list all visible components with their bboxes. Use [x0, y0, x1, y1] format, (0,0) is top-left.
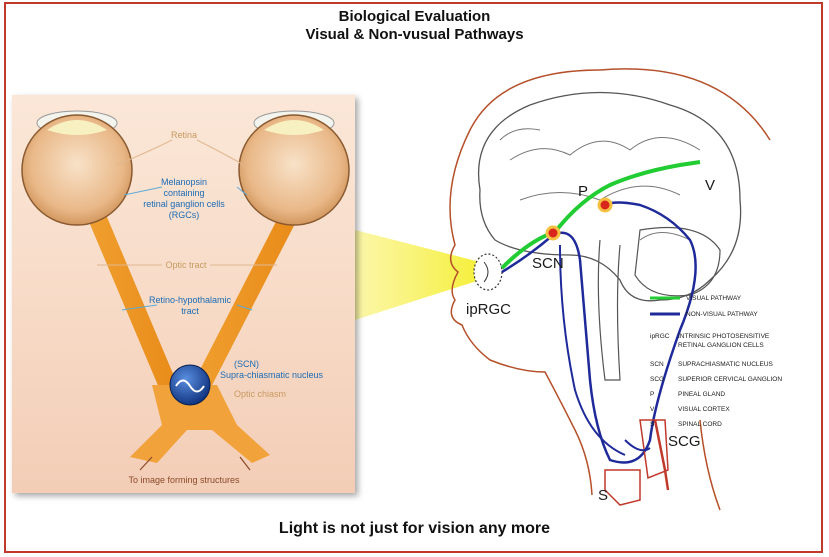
iprgc-text: ipRGC — [466, 301, 511, 318]
legend-def-abbr: ipRGC — [650, 333, 670, 340]
legend-def-text: SUPRACHIASMATIC NUCLEUS — [678, 361, 774, 368]
spinal-cord-shape — [605, 470, 640, 505]
footer-caption: Light is not just for vision any more — [0, 520, 829, 538]
legend-visual-label: VISUAL PATHWAY — [686, 295, 742, 302]
brain-outline — [479, 93, 741, 301]
spinal-cord-text: S — [598, 487, 608, 504]
neck-outline — [700, 420, 720, 510]
legend-def-text: SPINAL CORD — [678, 421, 722, 428]
visual-cortex-text: V — [705, 177, 715, 194]
scn-dot — [547, 227, 559, 239]
legend-def-abbr: SCN — [650, 361, 664, 368]
legend-def-abbr: S — [650, 421, 655, 428]
legend-def-text: PINEAL GLAND — [678, 391, 725, 398]
legend-def-text: INTRINSIC PHOTOSENSITIVE — [678, 333, 770, 340]
pineal-text: P — [578, 183, 588, 200]
legend-def-abbr: V — [650, 406, 655, 413]
legend-def-abbr: P — [650, 391, 654, 398]
legend-def-abbr: SCG — [650, 376, 664, 383]
legend-def-text: VISUAL CORTEX — [678, 406, 730, 413]
legend-def-text: SUPERIOR CERVICAL GANGLION — [678, 376, 782, 383]
pineal-dot — [599, 199, 611, 211]
scg-text: SCG — [668, 433, 701, 450]
scn-text: SCN — [532, 255, 564, 272]
legend-nonvisual-label: NON-VISUAL PATHWAY — [686, 311, 758, 318]
legend-def-text: RETINAL GANGLION CELLS — [678, 342, 764, 349]
